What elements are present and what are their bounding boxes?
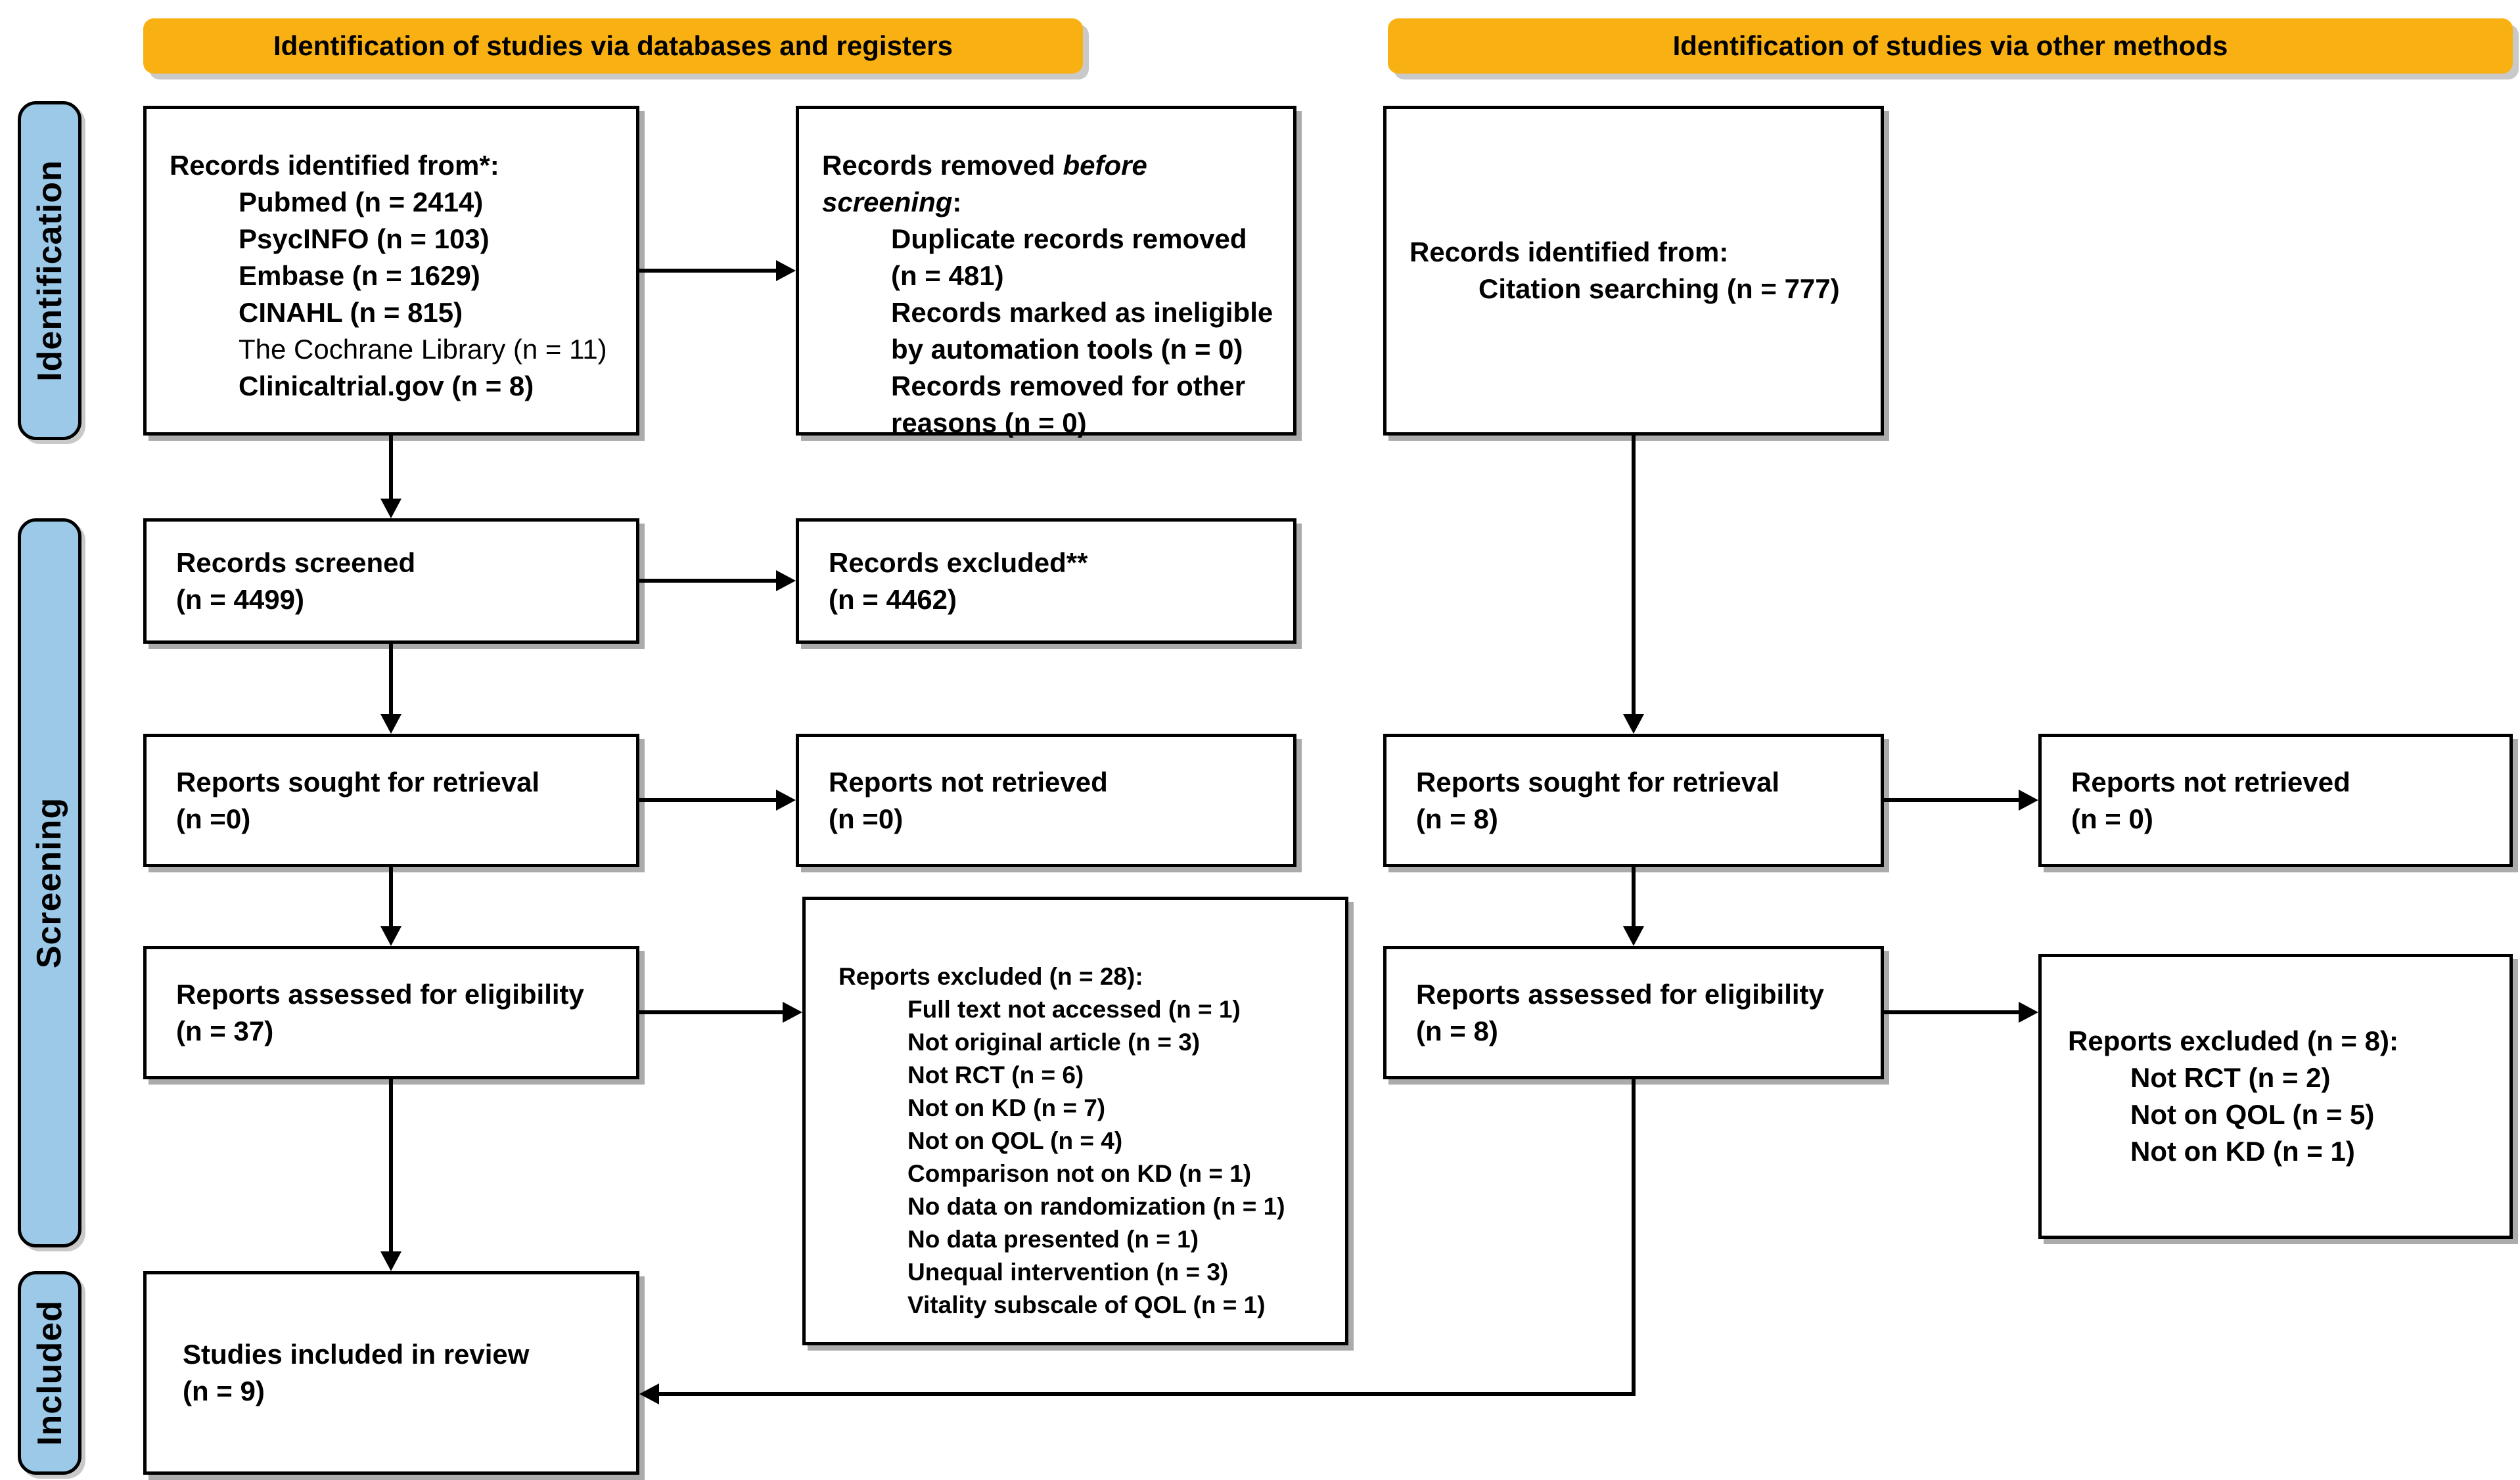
reports-sought-db-line2: (n =0) <box>176 803 251 834</box>
arrow-assessed-to-included-head <box>380 1251 401 1271</box>
excl-unequal: Unequal intervention (n = 3) <box>907 1259 1229 1286</box>
removed-other-reasons: Records removed for other reasons (n = 0… <box>891 370 1246 438</box>
arrow-screened-to-sought-head <box>380 714 401 734</box>
arrow-assessed-other-to-excluded-head <box>2019 1002 2038 1023</box>
arrow-sought-other-to-not-retrieved-line <box>1884 798 2020 802</box>
records-identified-other-title: Records identified from: <box>1409 236 1729 267</box>
records-identified-title: Records identified from*: <box>170 150 499 181</box>
removed-automation: Records marked as ineligible by automati… <box>891 297 1273 365</box>
box-records-removed: Records removed before screening: Duplic… <box>796 106 1296 438</box>
arrow-sought-to-assessed-line <box>389 867 393 928</box>
box-reports-not-retrieved-databases: Reports not retrieved (n =0) <box>796 734 1296 867</box>
records-excluded-line1: Records excluded** <box>829 547 1088 578</box>
records-removed-title-emphasis: before screening <box>822 150 1147 217</box>
reports-assessed-db-line1: Reports assessed for eligibility <box>176 978 584 1010</box>
reports-not-retrieved-other-line2: (n = 0) <box>2071 803 2153 834</box>
box-reports-excluded-other: Reports excluded (n = 8): Not RCT (n = 2… <box>2038 954 2513 1239</box>
banner-databases-label: Identification of studies via databases … <box>273 30 953 61</box>
arrow-identified-to-removed-line <box>639 269 777 273</box>
reports-not-retrieved-db-line1: Reports not retrieved <box>829 766 1108 797</box>
reports-not-retrieved-other-line1: Reports not retrieved <box>2071 766 2350 797</box>
sidebar-included: Included <box>18 1271 81 1475</box>
excl-full-text: Full text not accessed (n = 1) <box>907 996 1241 1023</box>
other-source-citation-searching: Citation searching (n = 777) <box>1478 273 1840 304</box>
box-records-identified-other: Records identified from: Citation search… <box>1383 106 1884 436</box>
removed-duplicates: Duplicate records removed (n = 481) <box>891 223 1247 291</box>
arrow-assessed-other-elbow-vertical <box>1632 1079 1636 1396</box>
box-reports-sought-databases: Reports sought for retrieval (n =0) <box>143 734 639 867</box>
db-source-cinahl: CINAHL (n = 815) <box>239 297 463 328</box>
db-source-embase: Embase (n = 1629) <box>239 260 480 291</box>
reports-assessed-other-line1: Reports assessed for eligibility <box>1416 978 1824 1010</box>
reports-excluded-db-title: Reports excluded (n = 28): <box>838 963 1143 990</box>
box-records-excluded: Records excluded** (n = 4462) <box>796 518 1296 644</box>
arrow-assessed-other-elbow-horizontal <box>658 1392 1636 1396</box>
records-removed-title: Records removed before screening: <box>822 150 1147 217</box>
excl-not-kd: Not on KD (n = 7) <box>907 1094 1106 1121</box>
excl-no-randomization: No data on randomization (n = 1) <box>907 1193 1285 1220</box>
arrow-identified-to-screened-head <box>380 499 401 518</box>
arrow-assessed-to-included-line <box>389 1079 393 1253</box>
reports-sought-other-line1: Reports sought for retrieval <box>1416 766 1780 797</box>
arrow-screened-to-excluded-head <box>776 570 796 591</box>
reports-excluded-other-title: Reports excluded (n = 8): <box>2068 1025 2398 1056</box>
arrow-sought-other-to-assessed-line <box>1632 867 1636 928</box>
arrow-screened-to-sought-line <box>389 644 393 715</box>
box-reports-excluded-databases: Reports excluded (n = 28): Full text not… <box>802 897 1348 1345</box>
excl-not-original: Not original article (n = 3) <box>907 1029 1201 1056</box>
box-reports-not-retrieved-other: Reports not retrieved (n = 0) <box>2038 734 2513 867</box>
box-records-screened: Records screened (n = 4499) <box>143 518 639 644</box>
banner-other-methods: Identification of studies via other meth… <box>1388 18 2513 74</box>
arrow-assessed-to-excluded-list-head <box>783 1002 802 1023</box>
sidebar-identification-label: Identification <box>30 160 69 382</box>
sidebar-identification: Identification <box>18 101 81 440</box>
sidebar-screening-label: Screening <box>30 797 69 969</box>
db-source-pubmed: Pubmed (n = 2414) <box>239 187 484 217</box>
sidebar-screening: Screening <box>18 518 81 1247</box>
other-excl-not-kd: Not on KD (n = 1) <box>2130 1136 2355 1167</box>
db-source-clinicaltrial: Clinicaltrial.gov (n = 8) <box>239 370 534 401</box>
arrow-assessed-to-excluded-list-line <box>639 1010 784 1014</box>
excl-not-qol: Not on QOL (n = 4) <box>907 1127 1123 1154</box>
arrow-citation-to-sought-head <box>1623 714 1644 734</box>
arrow-sought-to-not-retrieved-head <box>776 790 796 811</box>
arrow-screened-to-excluded-line <box>639 579 777 583</box>
excl-vitality: Vitality subscale of QOL (n = 1) <box>907 1291 1266 1318</box>
box-reports-assessed-databases: Reports assessed for eligibility (n = 37… <box>143 946 639 1079</box>
banner-other-methods-label: Identification of studies via other meth… <box>1672 30 2228 61</box>
arrow-identified-to-screened-line <box>389 436 393 500</box>
arrow-identified-to-removed-head <box>776 260 796 281</box>
arrow-sought-to-assessed-head <box>380 926 401 946</box>
reports-not-retrieved-db-line2: (n =0) <box>829 803 904 834</box>
studies-included-line2: (n = 9) <box>183 1376 265 1406</box>
db-source-cochrane: The Cochrane Library (n = 11) <box>239 334 607 365</box>
box-reports-assessed-other: Reports assessed for eligibility (n = 8) <box>1383 946 1884 1079</box>
box-reports-sought-other: Reports sought for retrieval (n = 8) <box>1383 734 1884 867</box>
arrow-sought-other-to-assessed-head <box>1623 926 1644 946</box>
arrow-into-included-head <box>639 1383 659 1404</box>
arrow-assessed-other-to-excluded-line <box>1884 1010 2020 1014</box>
reports-sought-other-line2: (n = 8) <box>1416 803 1498 834</box>
excl-comparison: Comparison not on KD (n = 1) <box>907 1160 1252 1187</box>
records-screened-line2: (n = 4499) <box>176 583 304 615</box>
arrow-sought-other-to-not-retrieved-head <box>2019 790 2038 811</box>
studies-included-line1: Studies included in review <box>183 1339 530 1370</box>
box-records-identified-databases: Records identified from*: Pubmed (n = 24… <box>143 106 639 436</box>
reports-assessed-other-line2: (n = 8) <box>1416 1015 1498 1046</box>
banner-databases-registers: Identification of studies via databases … <box>143 18 1083 74</box>
sidebar-included-label: Included <box>30 1300 69 1446</box>
db-source-psycinfo: PsycINFO (n = 103) <box>239 223 490 254</box>
excl-not-rct: Not RCT (n = 6) <box>907 1062 1084 1088</box>
arrow-citation-to-sought-line <box>1632 436 1636 715</box>
excl-no-data: No data presented (n = 1) <box>907 1226 1199 1253</box>
box-studies-included: Studies included in review (n = 9) <box>143 1271 639 1475</box>
other-excl-not-rct: Not RCT (n = 2) <box>2130 1062 2331 1093</box>
other-excl-not-qol: Not on QOL (n = 5) <box>2130 1099 2375 1130</box>
reports-assessed-db-line2: (n = 37) <box>176 1015 274 1046</box>
reports-sought-db-line1: Reports sought for retrieval <box>176 766 540 797</box>
arrow-sought-to-not-retrieved-line <box>639 798 777 802</box>
records-excluded-line2: (n = 4462) <box>829 583 957 615</box>
records-screened-line1: Records screened <box>176 547 416 578</box>
